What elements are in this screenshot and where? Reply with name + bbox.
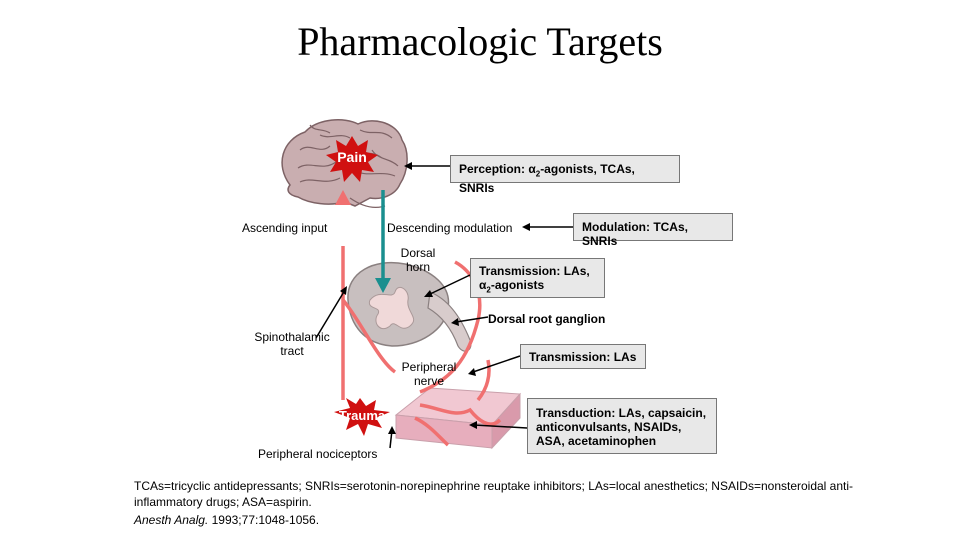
modulation-box: Modulation: TCAs, SNRIs	[573, 213, 733, 248]
citation-details: 1993;77:1048-1056.	[208, 513, 320, 527]
peripheral-nociceptors-label: Peripheral nociceptors	[258, 447, 378, 461]
citation: Anesth Analg. 1993;77:1048-1056.	[134, 513, 319, 527]
transmission-spinal-box: Transmission: LAs, α2-agonists	[470, 258, 605, 298]
pain-starburst	[326, 136, 378, 182]
abbreviations-footnote: TCAs=tricyclic antidepressants; SNRIs=se…	[134, 479, 854, 509]
pointer-arrows	[315, 165, 573, 449]
dorsal-horn-label: Dorsal horn	[400, 246, 436, 274]
page-title: Pharmacologic Targets	[297, 19, 663, 64]
dorsal-root-ganglion-label: Dorsal root ganglion	[488, 312, 606, 326]
ascending-arrowhead	[335, 190, 351, 205]
perception-box: Perception: α2-agonists, TCAs, SNRIs	[450, 155, 680, 195]
trauma-label: Trauma	[338, 408, 386, 423]
transmission-spinal-line2: α2-agonists	[479, 278, 545, 295]
citation-journal: Anesth Analg.	[134, 513, 209, 527]
spinal-cord-illustration	[347, 262, 472, 352]
peripheral-nerve-label: Peripheral nerve	[401, 360, 457, 388]
spinothalamic-tract-label: Spinothalamic tract	[254, 330, 330, 358]
skin-illustration	[394, 387, 522, 450]
transduction-box: Transduction: LAs, capsaicin, anticonvul…	[527, 398, 717, 454]
pointer-arrowheads	[340, 162, 530, 434]
trauma-starburst	[334, 398, 390, 436]
descending-arrowhead	[375, 278, 391, 293]
transmission-peripheral-box: Transmission: LAs	[520, 344, 646, 369]
pain-label: Pain	[337, 149, 367, 165]
descending-modulation-label: Descending modulation	[387, 221, 513, 235]
ascending-pathway	[341, 246, 502, 447]
transmission-spinal-line1: Transmission: LAs,	[479, 264, 590, 278]
ascending-input-label: Ascending input	[242, 221, 328, 235]
